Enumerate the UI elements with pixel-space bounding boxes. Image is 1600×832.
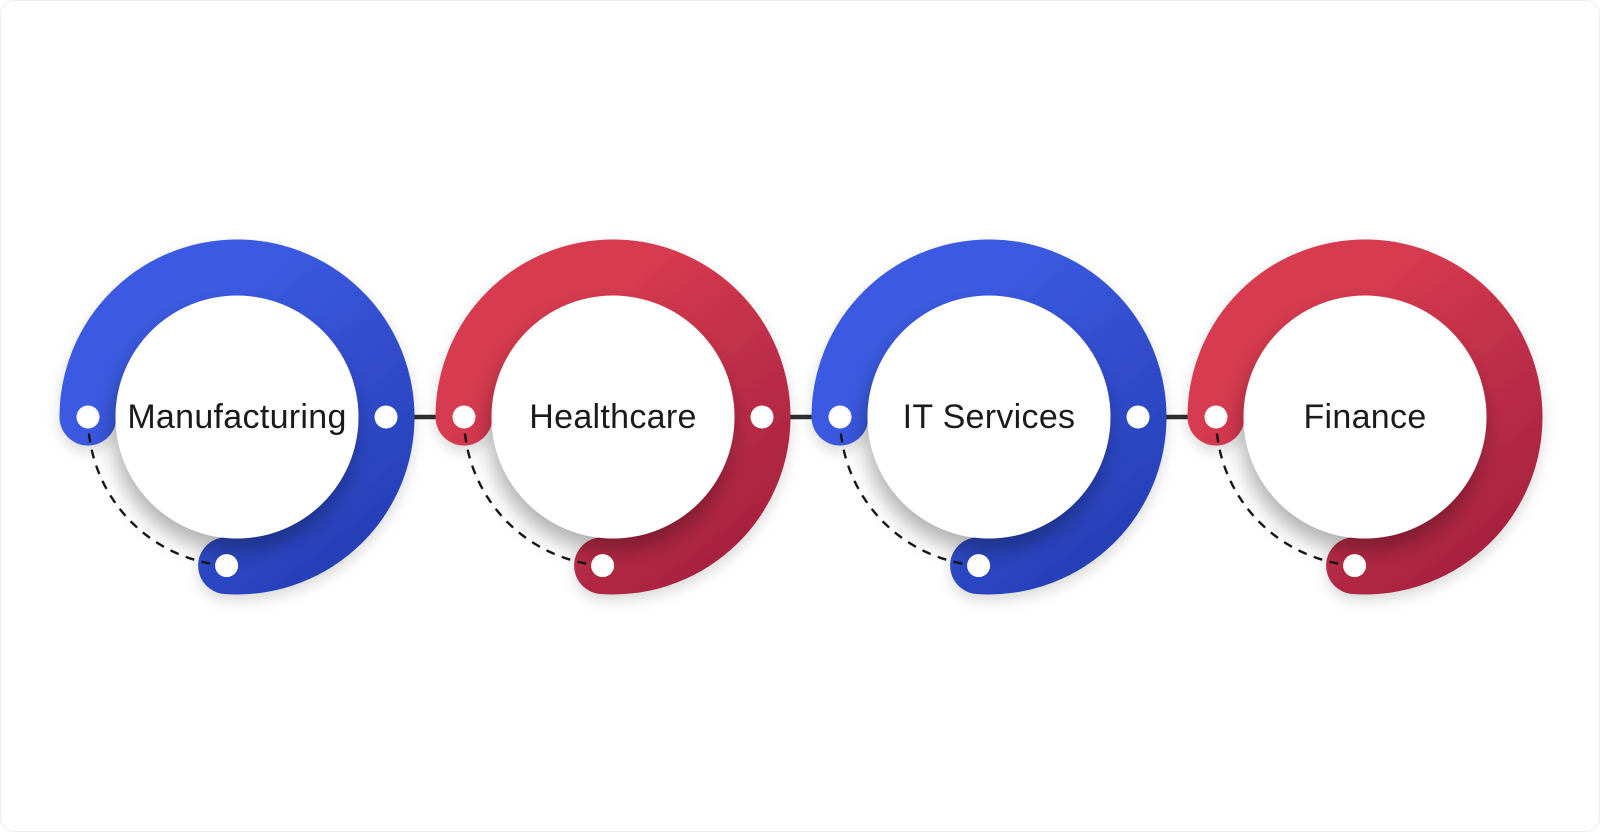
- end-dot: [967, 554, 991, 578]
- ring-label-manufacturing: Manufacturing: [127, 398, 346, 436]
- ring-band: [435, 239, 791, 595]
- start-dot: [828, 405, 852, 429]
- ring-band: [59, 239, 415, 595]
- ring-healthcare: Healthcare: [435, 239, 791, 595]
- end-dot: [215, 554, 239, 578]
- end-dot: [591, 554, 615, 578]
- start-dot: [1204, 405, 1228, 429]
- ring-inner-disc: [1243, 295, 1487, 539]
- ring-label-healthcare: Healthcare: [529, 398, 696, 436]
- start-dot: [452, 405, 476, 429]
- ring-inner-disc: [491, 295, 735, 539]
- ring-manufacturing: Manufacturing: [59, 239, 415, 595]
- ring-inner-disc: [867, 295, 1111, 539]
- connector-dot: [750, 405, 774, 429]
- ring-it-services: IT Services: [811, 239, 1167, 595]
- ring-label-it-services: IT Services: [903, 398, 1076, 436]
- connector-dot: [374, 405, 398, 429]
- ring-finance: Finance: [1187, 239, 1543, 595]
- end-dot: [1343, 554, 1367, 578]
- connector-dot: [1126, 405, 1150, 429]
- ring-band: [1187, 239, 1543, 595]
- ring-inner-disc: [115, 295, 359, 539]
- ring-band: [811, 239, 1167, 595]
- ring-label-finance: Finance: [1303, 398, 1426, 436]
- start-dot: [76, 405, 100, 429]
